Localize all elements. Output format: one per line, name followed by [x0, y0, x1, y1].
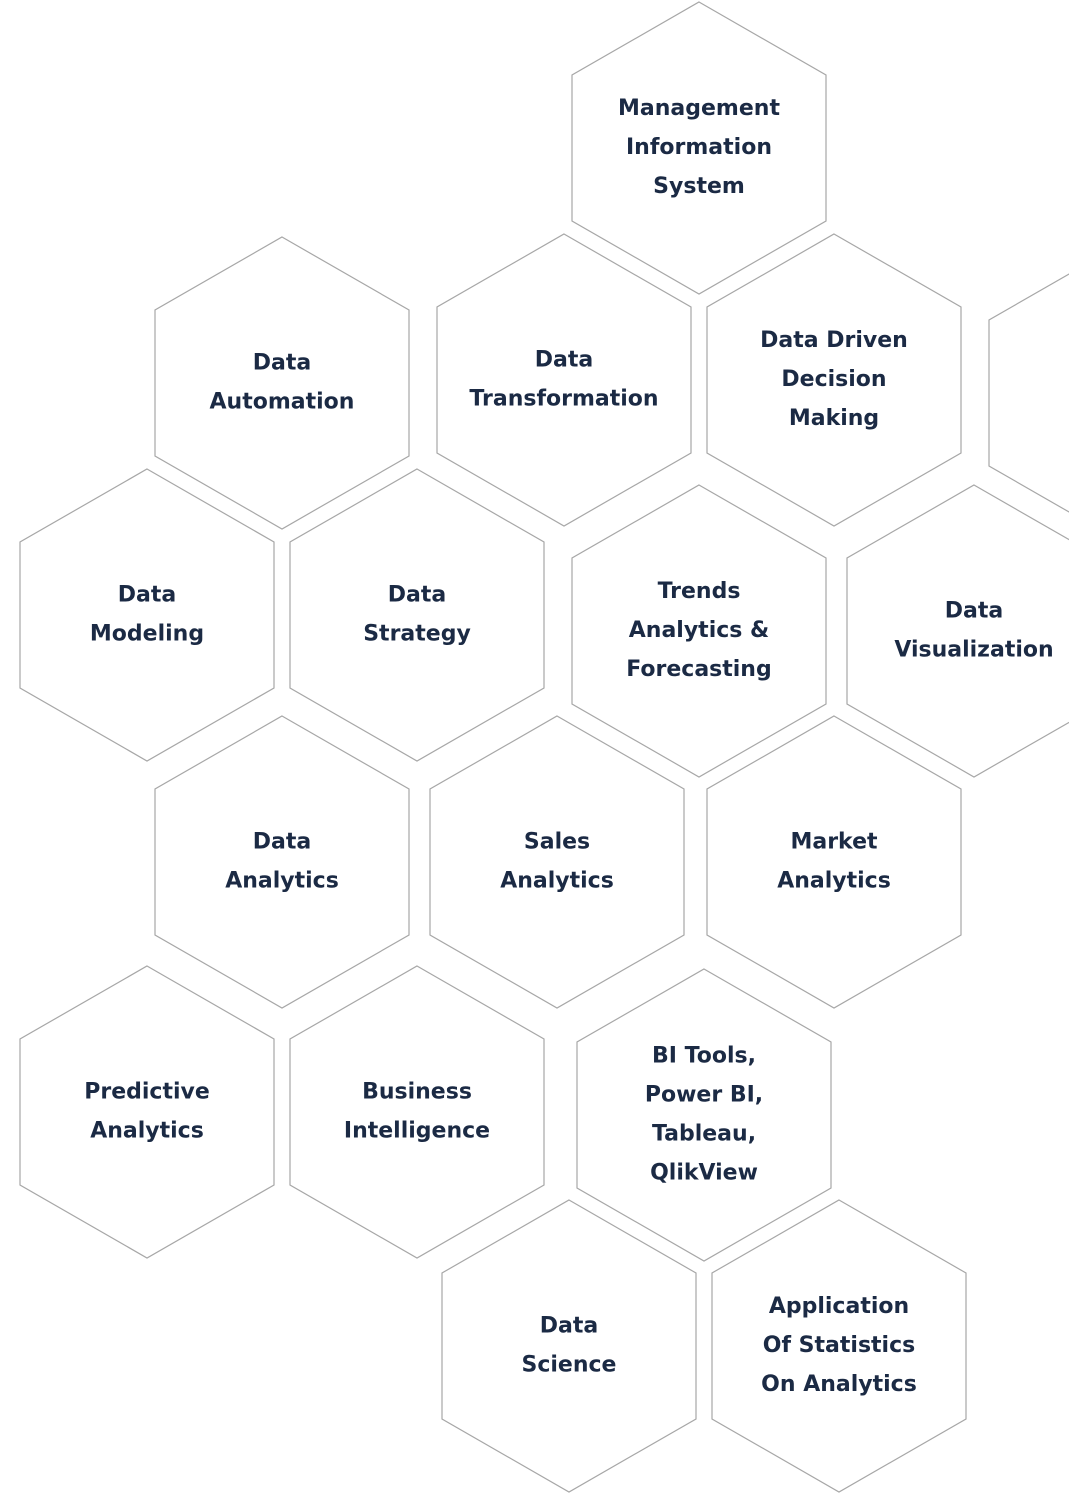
hexagon-label-line: Business	[362, 1080, 472, 1105]
hexagon-label-line: Predictive	[84, 1080, 210, 1105]
hexagon-shape	[706, 715, 962, 1009]
hexagon-label-line: Data	[253, 830, 311, 855]
hexagon-label-line: Tableau,	[652, 1122, 756, 1147]
hexagon-label-line: Automation	[210, 390, 355, 415]
hexagon-label-line: Data	[540, 1314, 598, 1339]
hexagon-label-line: On Analytics	[761, 1372, 917, 1397]
hexagon-shape	[19, 468, 275, 762]
hexagon-label-line: Analytics	[90, 1119, 204, 1144]
hexagon-shape	[988, 273, 1069, 513]
hexagon-bi-tools: BI Tools, Power BI, Tableau, QlikView	[576, 968, 832, 1262]
hexagon-label-line: Data Driven	[760, 328, 908, 353]
hexagon-shape	[429, 715, 685, 1009]
hexagon-shape	[154, 715, 410, 1009]
hexagon-shape	[154, 236, 410, 530]
hexagon-label-line: Transformation	[469, 387, 658, 412]
hexagon-shape	[571, 1, 827, 295]
hexagon-label-line: Analytics	[500, 869, 614, 894]
hexagon-label-line: Management	[618, 96, 780, 121]
hexagon-label-line: Analytics	[225, 869, 339, 894]
hexagon-application-of-statistics: Application Of Statistics On Analytics	[711, 1199, 967, 1493]
hexagon-label-line: Visualization	[894, 638, 1053, 663]
hexagon-label-line: Science	[522, 1353, 617, 1378]
hexagon-shape	[846, 484, 1069, 778]
hexagon-shape	[706, 233, 962, 527]
hexagon-label-line: QlikView	[650, 1161, 758, 1186]
hexagon-shape	[19, 965, 275, 1259]
hexagon-label-line: Data	[253, 351, 311, 376]
hexagon-label-line: Trends	[658, 579, 741, 604]
hexagon-label-line: Modeling	[90, 622, 204, 647]
hexagon-shape	[576, 968, 832, 1262]
hexagon-label-line: Of Statistics	[763, 1333, 916, 1358]
hexagon-label-line: Data	[535, 348, 593, 373]
hexagon-label-line: Data	[945, 599, 1003, 624]
hexagon-shape	[289, 965, 545, 1259]
hexagon-shape	[571, 484, 827, 778]
hexagon-label-line: Analytics &	[629, 618, 769, 643]
hexagon-label-line: BI Tools,	[652, 1044, 756, 1069]
hexagon-label-line: Data	[118, 583, 176, 608]
hexagon-shape	[711, 1199, 967, 1493]
hexagon-label-line: Analytics	[777, 869, 891, 894]
hexagon-label-line: System	[653, 174, 745, 199]
hexagon-shape	[289, 468, 545, 762]
hexagon-label-line: Data	[388, 583, 446, 608]
hexagon-label-line: Information	[626, 135, 772, 160]
hexagon-label-line: Making	[789, 406, 879, 431]
hexagon-label-line: Market	[790, 830, 878, 855]
hexagon-label-line: Strategy	[363, 622, 471, 647]
hexagon-label-line: Sales	[524, 830, 590, 855]
hexagon-label-line: Forecasting	[626, 657, 771, 682]
hexagon-label-line: Decision	[781, 367, 886, 392]
hexagon-label-line: Power BI,	[645, 1083, 763, 1108]
hexagon-label-line: Application	[769, 1294, 909, 1319]
hexagon-shape	[436, 233, 692, 527]
hexagon-partial-right-top	[988, 273, 1069, 513]
hexagon-label-line: Intelligence	[344, 1119, 490, 1144]
hexagon-shape	[441, 1199, 697, 1493]
hexagon-group: ManagementInformationSystemDataAutomatio…	[19, 1, 1069, 1493]
